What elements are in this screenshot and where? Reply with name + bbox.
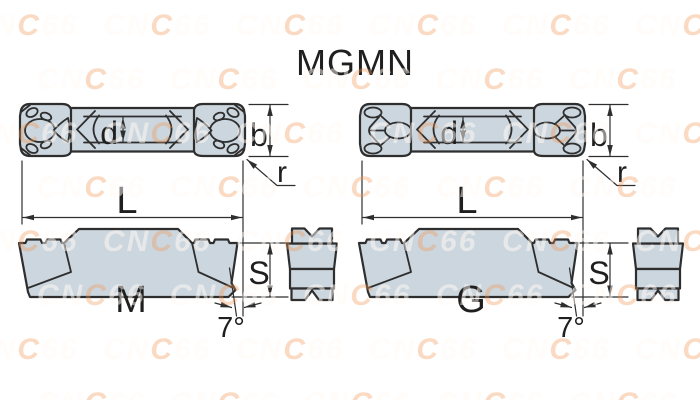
end-view-m [285, 227, 339, 302]
dim-label-L: L [456, 180, 477, 222]
end-view-g [631, 227, 685, 302]
dim-label-L: L [116, 180, 137, 222]
drawing-m: d b r L S 7° M [17, 102, 339, 344]
diagram-title: MGMN [296, 42, 414, 83]
dim-label-angle: 7° [557, 312, 585, 344]
top-view-g [358, 102, 587, 158]
dim-label-r: r [617, 156, 627, 189]
dim-label-d: d [440, 115, 458, 151]
dim-label-r: r [277, 156, 287, 189]
insert-type-label-g: G [456, 279, 486, 321]
top-view-m [18, 102, 247, 158]
drawing-g: d b r L S 7° G [357, 102, 685, 344]
dim-label-b: b [590, 117, 608, 153]
dim-label-S: S [588, 255, 609, 291]
dim-label-angle: 7° [217, 312, 245, 344]
dim-label-S: S [248, 255, 269, 291]
dim-label-b: b [250, 117, 268, 153]
insert-type-label-m: M [115, 279, 147, 321]
dim-label-d: d [100, 115, 118, 151]
